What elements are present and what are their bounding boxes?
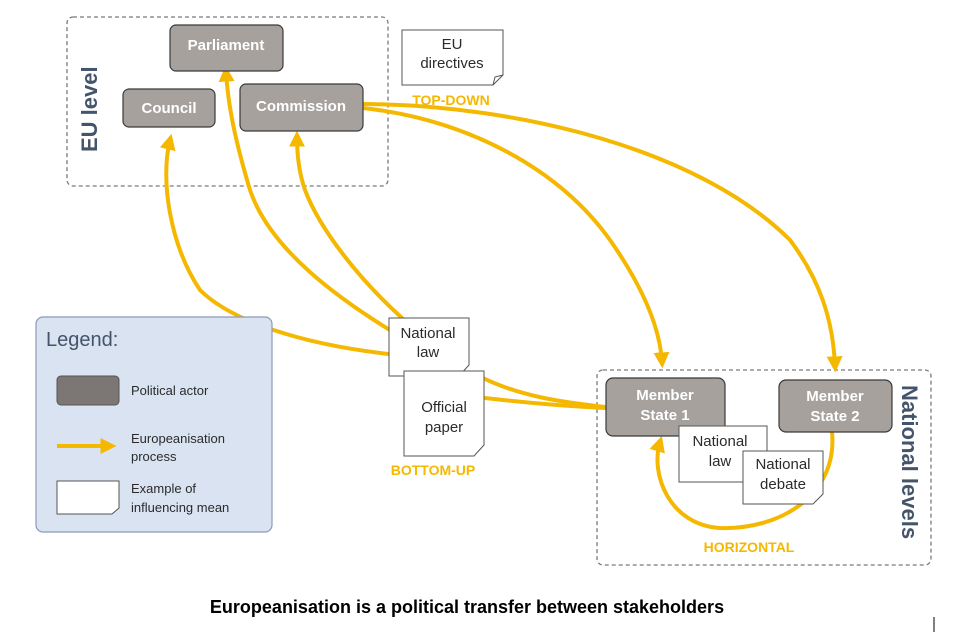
member-state-2-label-2: State 2 [810, 408, 859, 425]
legend-actor-swatch [56, 375, 120, 406]
europeanisation-arrows [159, 65, 843, 531]
official-paper-label-2: paper [425, 419, 463, 436]
eu-level-label: EU level [77, 66, 102, 152]
official-paper-label-1: Official [421, 399, 467, 416]
council-box [122, 88, 216, 128]
member-state-1-label-2: State 1 [640, 407, 689, 424]
arrow-doc-to-council [159, 133, 400, 357]
top-down-label: TOP-DOWN [412, 92, 490, 108]
legend-example-label-1: Example of [131, 481, 196, 496]
member-state-2-box [778, 379, 893, 433]
legend-actor-label: Political actor [131, 383, 209, 398]
arrow-ms1-to-docs-2 [483, 396, 607, 410]
legend-process-label-1: Europeanisation [131, 431, 225, 446]
council-label: Council [142, 100, 197, 117]
arrow-doc-to-parliament [218, 65, 400, 337]
commission-box [239, 83, 364, 132]
caption: Europeanisation is a political transfer … [210, 597, 724, 617]
national-debate-label-1: National [755, 456, 810, 473]
legend-example-label-2: influencing mean [131, 500, 229, 515]
eu-directives-label-2: directives [420, 55, 483, 72]
legend-box [35, 316, 273, 533]
legend-process-label-2: process [131, 449, 177, 464]
eu-directives-doc [401, 29, 504, 86]
parliament-box [169, 24, 284, 72]
national-debate-label-2: debate [760, 476, 806, 493]
national-law-label-2: law [709, 453, 732, 470]
eu-directives-fold [492, 74, 504, 86]
arrow-doc-to-commission [289, 130, 404, 320]
national-law-label-1: National [692, 433, 747, 450]
eu-directives-label-1: EU [442, 36, 463, 53]
legend-doc-icon [56, 480, 120, 515]
bottom-up-label: BOTTOM-UP [391, 462, 476, 478]
parliament-label: Parliament [188, 37, 265, 54]
arrow-commission-to-ms2 [361, 102, 843, 373]
bottom-up-national-law-label-1: National [400, 325, 455, 342]
national-levels-frame [596, 369, 932, 566]
eu-level-frame [66, 16, 389, 187]
national-debate-doc [742, 450, 824, 505]
member-state-1-box [605, 377, 726, 437]
national-levels-label: National levels [897, 385, 922, 539]
commission-label: Commission [256, 98, 346, 115]
legend-title: Legend: [46, 329, 118, 351]
horizontal-label: HORIZONTAL [704, 539, 795, 555]
member-state-2-label-1: Member [806, 388, 864, 405]
arrow-commission-to-ms1 [361, 106, 670, 369]
member-state-1-label-1: Member [636, 387, 694, 404]
bottom-up-national-law-label-2: law [417, 344, 440, 361]
official-paper-doc [403, 370, 485, 457]
